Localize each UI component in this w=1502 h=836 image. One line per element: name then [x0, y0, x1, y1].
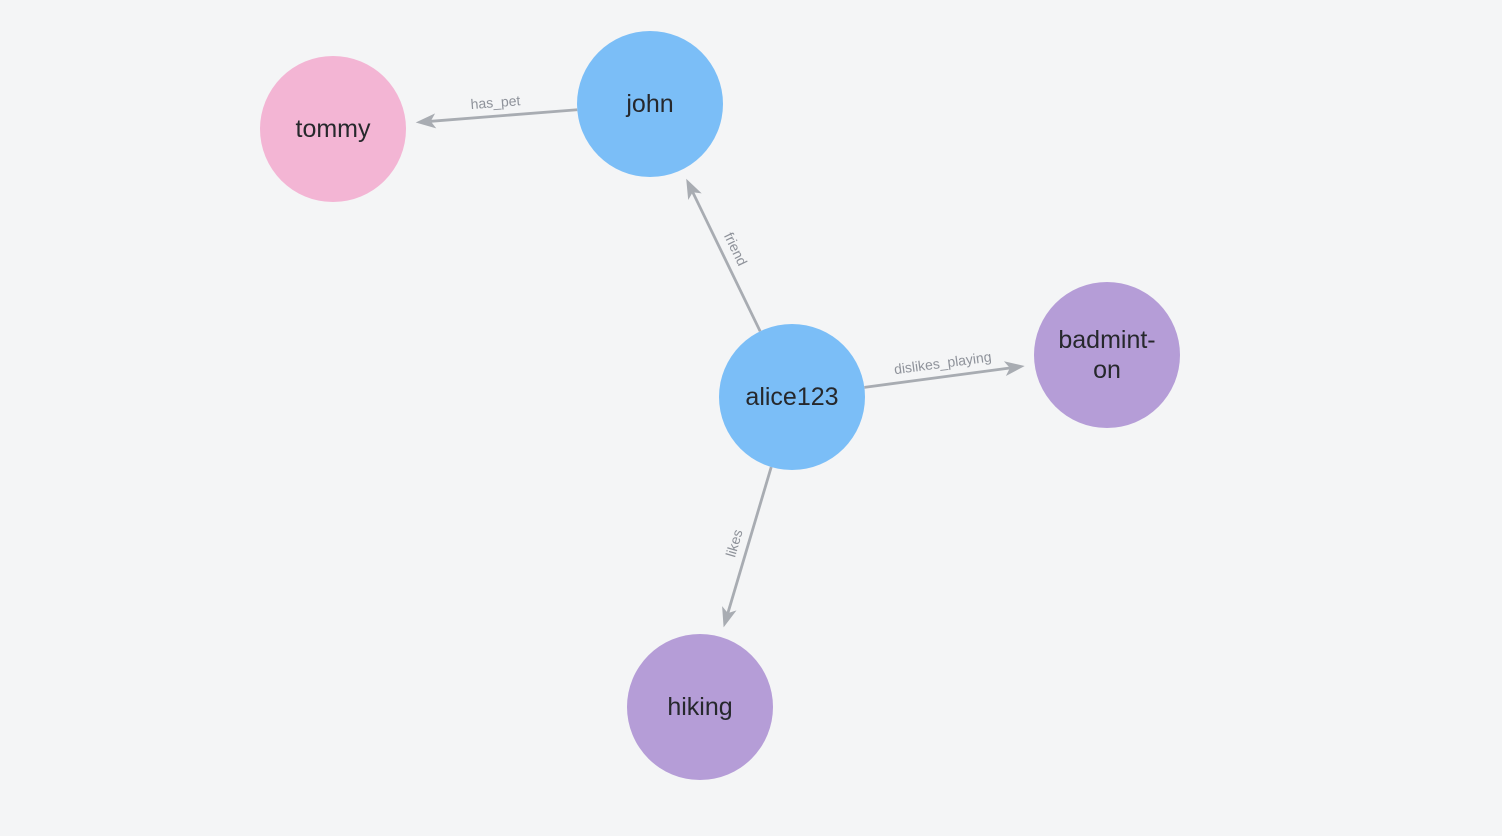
edge-john-tommy: has_pet	[415, 92, 578, 129]
node-group-tommy: tommy	[260, 56, 406, 202]
node-layer: tommy john alice123 badmint-on hiking	[260, 31, 1180, 780]
edge-arrowhead-friend[interactable]	[686, 178, 702, 200]
edge-alice123-hiking: likes	[722, 466, 773, 628]
edge-alice123-john: friend	[686, 178, 762, 332]
edge-arrowhead-has_pet[interactable]	[415, 113, 437, 129]
edge-arrowhead-dislikes_playing[interactable]	[1003, 361, 1025, 376]
node-group-alice123: alice123	[719, 324, 865, 470]
node-group-hiking: hiking	[627, 634, 773, 780]
node-group-john: john	[577, 31, 723, 177]
edge-line-likes[interactable]	[726, 466, 773, 614]
edge-label-has_pet: has_pet	[470, 92, 521, 112]
edge-line-has_pet[interactable]	[430, 108, 578, 123]
edge-label-likes: likes	[722, 527, 745, 558]
node-tommy[interactable]	[260, 56, 406, 202]
edge-line-friend[interactable]	[691, 191, 762, 332]
node-john[interactable]	[577, 31, 723, 177]
node-badminton[interactable]	[1034, 282, 1180, 428]
node-hiking[interactable]	[627, 634, 773, 780]
node-alice123[interactable]	[719, 324, 865, 470]
node-group-badminton: badmint-on	[1034, 282, 1180, 428]
edge-alice123-badminton: dislikes_playing	[864, 348, 1025, 389]
edge-line-dislikes_playing[interactable]	[864, 366, 1011, 389]
edge-arrowhead-likes[interactable]	[722, 606, 737, 628]
